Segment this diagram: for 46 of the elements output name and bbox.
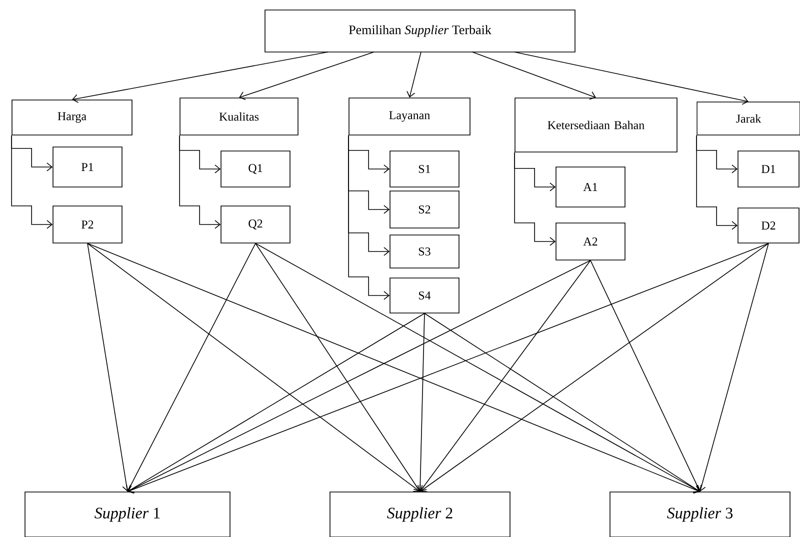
sub-criterion-box: Q1 <box>220 150 290 188</box>
arrow <box>128 313 425 493</box>
title-box: Pemilihan Supplier Terbaik <box>264 10 576 52</box>
arrow <box>255 242 421 492</box>
sub-criterion-box: D2 <box>738 208 800 244</box>
arrow <box>11 135 53 229</box>
arrow <box>697 242 769 492</box>
sub-criterion-box: P1 <box>52 146 122 188</box>
arrow <box>87 242 420 492</box>
sub-criterion-box: S2 <box>390 190 460 228</box>
arrow <box>348 135 390 300</box>
criterion-box: Kualitas <box>180 98 298 136</box>
arrow <box>72 52 328 103</box>
arrow <box>514 152 556 246</box>
arrow <box>126 242 256 492</box>
sub-criterion-box: S4 <box>390 278 460 314</box>
arrow <box>420 242 769 492</box>
arrow <box>87 242 700 494</box>
alternative-box: Supplier 2 <box>330 492 510 537</box>
arrow <box>255 242 700 493</box>
sub-criterion-box: D1 <box>738 150 800 188</box>
sub-criterion-box: A2 <box>556 222 626 260</box>
alternative-box: Supplier 3 <box>610 492 790 537</box>
sub-criterion-box: P2 <box>52 206 122 244</box>
sub-criterion-box: Q2 <box>220 206 290 244</box>
arrow <box>696 135 738 230</box>
arrow <box>406 52 422 98</box>
criterion-box: Layanan <box>348 98 470 136</box>
arrow <box>424 313 700 492</box>
arrow <box>179 135 221 229</box>
arrow <box>239 52 374 100</box>
sub-criterion-box: A1 <box>556 166 626 208</box>
arrow <box>87 242 131 492</box>
arrow <box>128 260 591 494</box>
sub-criterion-box: S3 <box>390 234 460 268</box>
arrow <box>590 260 702 492</box>
arrow <box>472 52 596 100</box>
arrow <box>514 52 748 105</box>
criterion-box: Harga <box>12 100 132 136</box>
criterion-box: Ketersediaan Bahan <box>514 98 678 152</box>
arrow <box>128 242 769 494</box>
alternative-box: Supplier 1 <box>24 492 230 537</box>
arrow <box>416 313 425 492</box>
criterion-box: Jarak <box>696 102 800 136</box>
arrow <box>420 260 591 492</box>
sub-criterion-box: S1 <box>390 150 460 188</box>
